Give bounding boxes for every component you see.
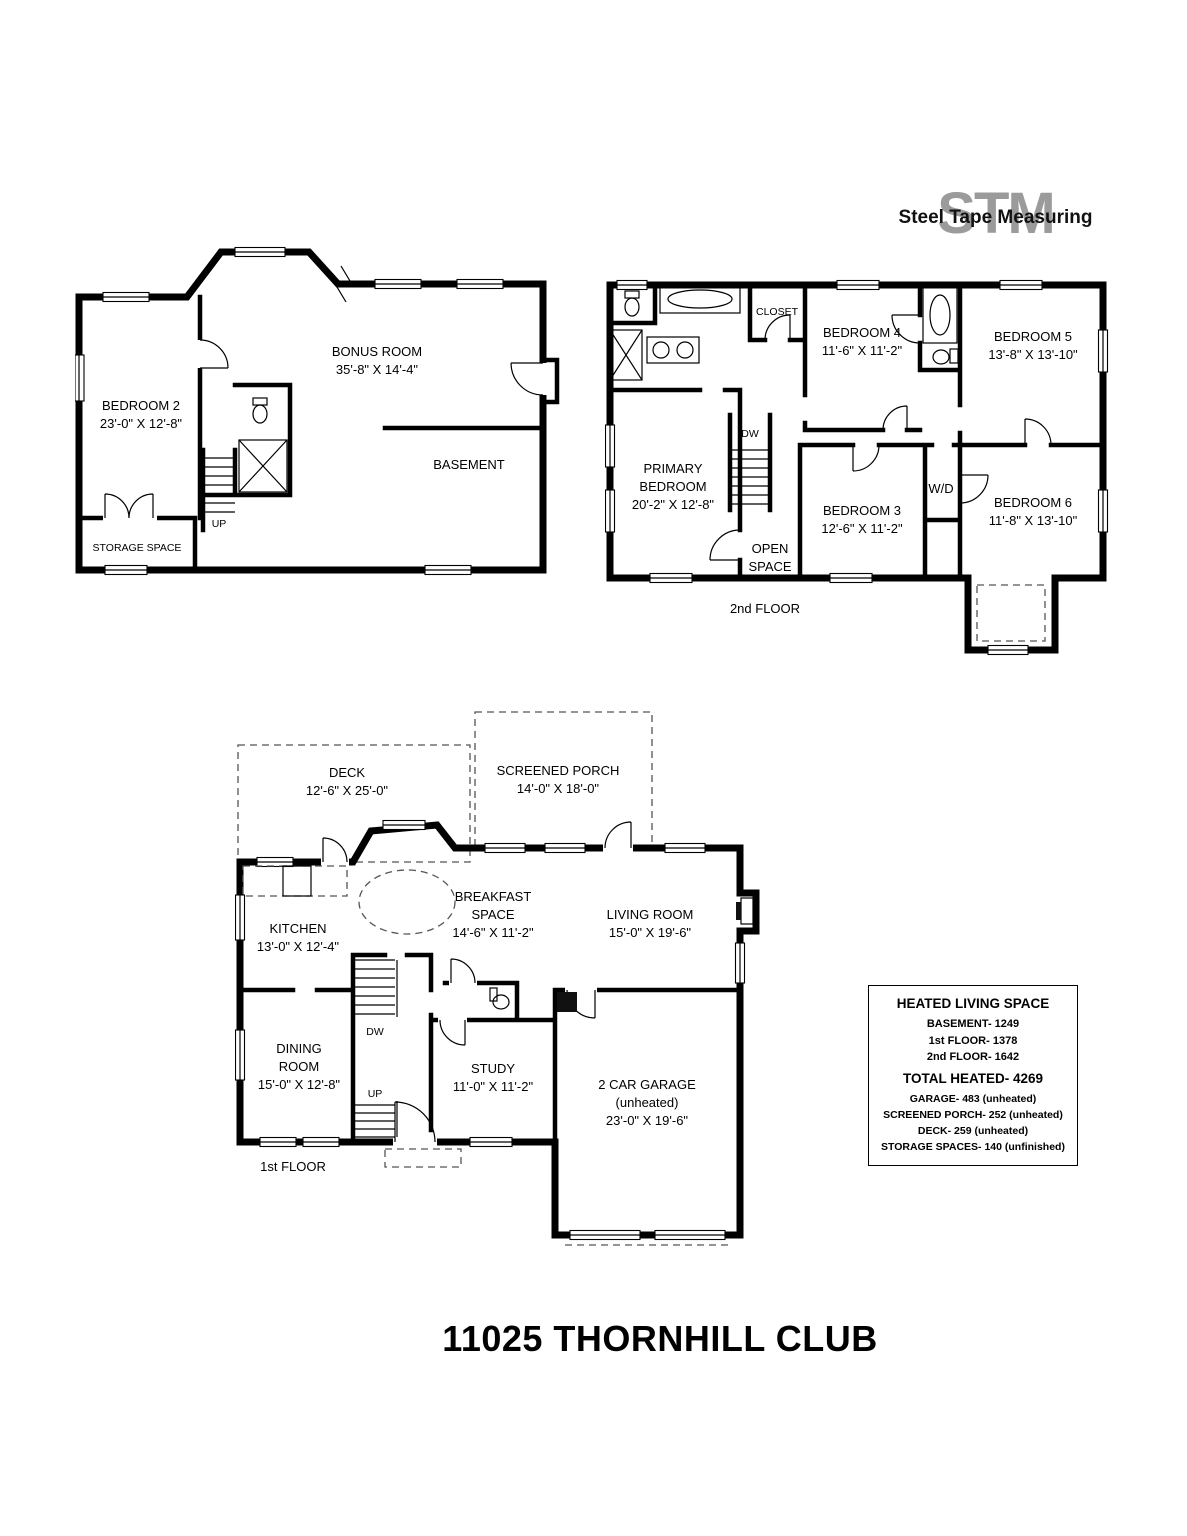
dining-room-label-2: ROOM [279, 1059, 319, 1074]
bonus-room-dims: 35'-8" X 14'-4" [336, 362, 419, 377]
bedroom5-dims: 13'-8" X 13'-10" [988, 347, 1078, 362]
summary-total: TOTAL HEATED- 4269 [902, 1070, 1044, 1086]
living-room-dims: 15'-0" X 19'-6" [609, 925, 692, 940]
first-floor-plan: DECK 12'-6" X 25'-0" SCREENED PORCH 14'-… [235, 711, 760, 1246]
second-floor-caption: 2nd FLOOR [730, 601, 800, 616]
washer-dryer-label: W/D [928, 481, 953, 496]
bedroom6-label: BEDROOM 6 [994, 495, 1072, 510]
bedroom6-dims: 11'-8" X 13'-10" [989, 513, 1078, 528]
second-floor-door-swings [709, 314, 1052, 561]
basement-outer-walls [75, 248, 547, 574]
first-floor-dw-label: DW [366, 1026, 384, 1038]
kitchen-counters [242, 865, 456, 935]
bedroom4-dims: 11'-6" X 11'-2" [822, 343, 903, 358]
summary-first-floor: 1st FLOOR- 1378 [928, 1034, 1018, 1047]
closet-label: CLOSET [756, 306, 799, 318]
open-space-label-2: SPACE [748, 559, 791, 574]
summary-porch: SCREENED PORCH- 252 (unheated) [883, 1108, 1063, 1121]
study-dims: 11'-0" X 11'-2" [453, 1079, 534, 1094]
basement-interior-walls [76, 294, 546, 573]
basement-door-gaps [103, 340, 548, 523]
dining-room-label-1: DINING [276, 1041, 322, 1056]
first-floor-interior-walls [237, 952, 743, 1145]
breakfast-label-1: BREAKFAST [455, 889, 532, 904]
primary-bedroom-dims: 20'-2" X 12'-8" [632, 497, 715, 512]
first-floor-door-gaps [321, 843, 633, 1147]
front-stoop-dashed [384, 1148, 462, 1168]
open-space-label-1: OPEN [752, 541, 789, 556]
second-floor-stairs [730, 449, 770, 505]
garage-dims: 23'-0" X 19'-6" [606, 1113, 689, 1128]
breakfast-dims: 14'-6" X 11'-2" [452, 925, 534, 940]
basement-up-label: UP [212, 518, 227, 530]
breakfast-label-2: SPACE [471, 907, 514, 922]
basement-windows [75, 246, 504, 576]
logo-company-name: Steel Tape Measuring [898, 207, 1093, 228]
dining-room-dims: 15'-0" X 12'-8" [258, 1077, 341, 1092]
kitchen-label: KITCHEN [269, 921, 326, 936]
summary-storage: STORAGE SPACES- 140 (unfinished) [881, 1141, 1065, 1154]
basement-stairs [203, 457, 235, 513]
stm-monogram: STM [937, 181, 1055, 246]
heated-space-summary: HEATED LIVING SPACE BASEMENT- 1249 1st F… [868, 985, 1078, 1166]
basement-bath-fixtures [238, 397, 288, 493]
second-floor-dw-label: DW [741, 428, 759, 440]
deck-outline [237, 744, 471, 863]
bedroom3-dims: 12'-6" X 11'-2" [821, 521, 903, 536]
basement-caption: BASEMENT [433, 457, 505, 472]
garage-label-2: (unheated) [616, 1095, 679, 1110]
bedroom4-label: BEDROOM 4 [823, 325, 901, 340]
bonus-room-label: BONUS ROOM [332, 344, 422, 359]
summary-title: HEATED LIVING SPACE [896, 996, 1050, 1011]
second-floor-interior-walls [607, 282, 1106, 581]
screened-porch-dims: 14'-0" X 18'-0" [517, 781, 600, 796]
wall-break-symbol [336, 265, 351, 303]
powder-room-fixtures [489, 987, 510, 1010]
summary-basement: BASEMENT- 1249 [926, 1018, 1020, 1030]
summary-deck: DECK- 259 (unheated) [917, 1125, 1029, 1138]
basement-chimney [540, 357, 560, 405]
screened-porch-label: SCREENED PORCH [497, 763, 620, 778]
storage-space-label: STORAGE SPACE [93, 542, 182, 554]
bedroom3-label: BEDROOM 3 [823, 503, 901, 518]
attic-nook-dashed [976, 584, 1046, 642]
study-label: STUDY [471, 1061, 515, 1076]
first-floor-windows [235, 819, 746, 1241]
page-title: 11025 THORNHILL CLUB [442, 1318, 878, 1359]
kitchen-dims: 13'-0" X 12'-4" [257, 939, 340, 954]
bedroom5-label: BEDROOM 5 [994, 329, 1072, 344]
basement-door-swings [104, 339, 544, 519]
first-floor-up-label: UP [368, 1088, 383, 1100]
basement-plan: BEDROOM 2 23'-0" X 12'-8" BONUS ROOM 35'… [75, 246, 560, 576]
second-floor-bath-fixtures [609, 284, 959, 381]
deck-label: DECK [329, 765, 365, 780]
stm-logo: STM Steel Tape Measuring [878, 181, 1113, 252]
summary-second-floor: 2nd FLOOR- 1642 [926, 1051, 1020, 1063]
screened-porch-outline [474, 711, 653, 849]
second-floor-windows [605, 279, 1109, 656]
summary-garage: GARAGE- 483 (unheated) [909, 1092, 1037, 1105]
deck-dims: 12'-6" X 25'-0" [306, 783, 389, 798]
primary-bedroom-label-2: BEDROOM [639, 479, 706, 494]
living-room-label: LIVING ROOM [607, 907, 694, 922]
first-floor-stairs [353, 959, 398, 1138]
garage-label-1: 2 CAR GARAGE [598, 1077, 696, 1092]
first-floor-caption: 1st FLOOR [260, 1159, 326, 1174]
second-floor-plan: CLOSET BEDROOM 4 11'-6" X 11'-2" BEDROOM… [605, 279, 1109, 656]
chimney-block [557, 992, 577, 1012]
primary-bedroom-label-1: PRIMARY [644, 461, 703, 476]
bedroom2-dims: 23'-0" X 12'-8" [100, 416, 183, 431]
fireplace [736, 897, 754, 925]
second-floor-outer-walls [606, 281, 1107, 654]
bedroom2-label: BEDROOM 2 [102, 398, 180, 413]
